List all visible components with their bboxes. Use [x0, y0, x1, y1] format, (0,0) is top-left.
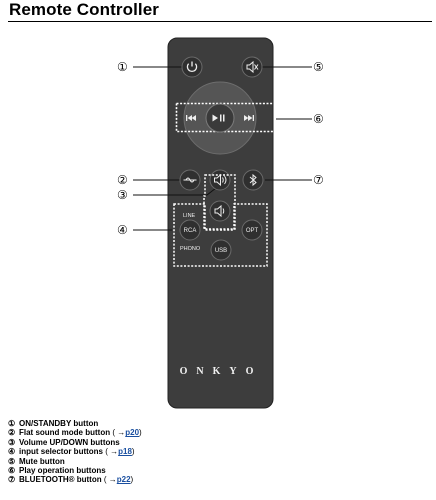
volume-up-icon — [214, 173, 227, 187]
line-label: LINE — [183, 213, 196, 219]
page-link-p20[interactable]: p20 — [125, 428, 140, 438]
legend-number: ⑥ — [8, 466, 16, 476]
play-pause-button[interactable] — [205, 103, 235, 133]
play-pause-icon — [212, 114, 225, 122]
previous-button[interactable] — [186, 115, 196, 121]
opt-button[interactable]: OPT — [241, 219, 263, 241]
legend-number: ③ — [8, 437, 16, 447]
legend-number: ④ — [8, 447, 16, 457]
speaker-mute-icon — [246, 60, 259, 74]
mute-button[interactable] — [241, 56, 263, 78]
power-button[interactable] — [181, 56, 203, 78]
page-reference: ( →p18) — [105, 447, 135, 457]
opt-label: OPT — [246, 228, 259, 234]
phono-label: PHONO — [180, 246, 201, 252]
legend-text: input selector buttons — [19, 447, 103, 457]
bluetooth-button[interactable] — [242, 169, 264, 191]
legend-text: Volume UP/DOWN buttons — [19, 437, 120, 447]
legend-text: ON/STANDBY button — [19, 419, 99, 428]
usb-button[interactable]: USB — [210, 239, 232, 261]
power-icon — [186, 61, 198, 73]
callout-1: ① — [117, 60, 128, 74]
callout-3: ③ — [117, 188, 128, 202]
page-reference: ( →p22) — [103, 475, 134, 485]
skip-back-icon — [186, 115, 196, 121]
legend-text: Play operation buttons — [19, 466, 106, 476]
volume-highlight — [203, 174, 236, 230]
callout-5: ⑤ — [313, 60, 324, 74]
callout-4: ④ — [117, 223, 128, 237]
callout-7: ⑦ — [313, 173, 324, 187]
legend-text: Mute button — [19, 456, 65, 466]
page-link-p18[interactable]: p18 — [118, 447, 132, 457]
play-operation-highlight — [175, 102, 277, 133]
usb-label: USB — [215, 248, 227, 254]
skip-forward-icon — [244, 115, 254, 121]
page-link-p22[interactable]: p22 — [116, 475, 131, 485]
legend-number: ② — [8, 428, 16, 438]
page-reference: ( →p20) — [112, 428, 142, 438]
legend-number: ⑤ — [8, 456, 16, 466]
rca-label: RCA — [184, 228, 197, 234]
title-divider — [8, 21, 432, 22]
next-button[interactable] — [244, 115, 254, 121]
legend-number: ⑦ — [8, 475, 16, 485]
page-title: Remote Controller — [9, 0, 159, 19]
rca-button[interactable]: RCA — [179, 219, 201, 241]
volume-up-button[interactable] — [209, 169, 231, 191]
flat-sound-icon — [183, 177, 197, 183]
flat-sound-mode-button[interactable] — [179, 169, 201, 191]
callout-6: ⑥ — [313, 112, 324, 126]
bluetooth-icon — [249, 173, 257, 187]
input-selector-highlight — [173, 203, 268, 267]
legend-text: Flat sound mode button — [19, 428, 111, 438]
legend-number: ① — [8, 419, 16, 428]
brand-logo: ONKYO — [180, 366, 263, 377]
volume-down-icon — [214, 204, 225, 218]
callout-2: ② — [117, 173, 128, 187]
remote-illustration: LINE RCA PHONO OPT USB ONKYO ① ⑤ ⑥ ② ⑦ ③… — [117, 37, 324, 409]
legend-text: BLUETOOTH® button — [19, 475, 102, 485]
volume-down-button[interactable] — [209, 200, 231, 222]
